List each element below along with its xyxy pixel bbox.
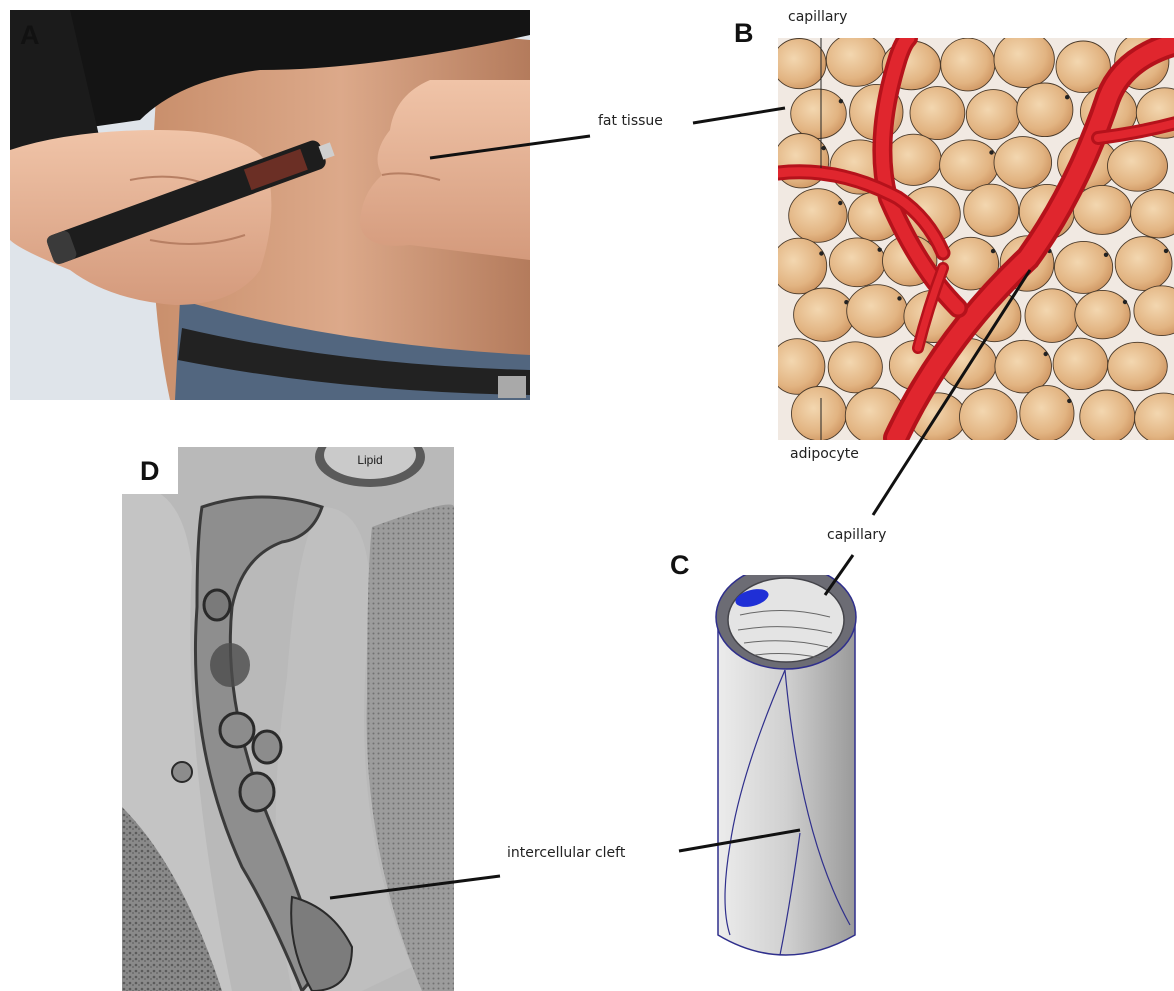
capillary-label-b: capillary [788,10,847,24]
adipocyte-cell [910,87,965,140]
adipocyte-cell [828,342,882,393]
adipocyte-cell [994,137,1052,189]
adipocyte-cell [778,39,826,89]
adipocyte-cell [829,238,885,287]
adipocyte-cell [1108,141,1168,191]
adipocyte-cell [794,288,855,341]
adipocyte-cell [1055,241,1113,293]
adipocyte-cell [847,285,908,338]
adipocyte-nucleus [1044,352,1048,356]
adipocyte-nucleus [1164,249,1168,253]
adipocyte-nucleus [989,150,993,154]
adipocyte-nucleus [897,296,901,300]
capillary-label-c: capillary [827,528,886,542]
panel-a-letter: A [20,22,40,49]
adipocyte-cell [791,89,847,138]
adipocyte-nucleus [819,251,823,255]
adipocyte-cell [995,340,1052,393]
adipocyte-cell [792,387,847,441]
adipocyte-nucleus [1104,253,1108,257]
adipocyte-cell [1017,83,1073,137]
adipocyte-cell [941,38,995,91]
panel-a-photo [10,10,530,400]
adipocyte-cell [960,389,1018,440]
adipocyte-cell [789,189,847,243]
adipocyte-nucleus [822,146,826,150]
fat-tissue-label: fat tissue [598,114,663,128]
adipocyte-cell [1080,390,1135,440]
adipocyte-nucleus [1067,399,1071,403]
adipocyte-cell [940,140,999,190]
adipocyte-cell [966,90,1020,140]
lipid-label: Lipid [357,453,382,467]
adipocyte-nucleus [1123,300,1127,304]
adipocyte-label: adipocyte [790,447,859,461]
adipocyte-nucleus [1065,95,1069,99]
adipocyte-cell [1053,338,1108,389]
panel-b-letter: B [734,20,754,47]
adipocyte-nucleus [878,248,882,252]
panel-c-drawing [700,575,870,975]
panel-b-illustration [778,38,1174,440]
adipocyte-nucleus [839,99,843,103]
adipocyte-nucleus [838,201,842,205]
panel-c-letter: C [670,552,690,579]
adipocyte-nucleus [991,249,995,253]
adipocyte-cell [1108,342,1168,390]
panel-d-micrograph: Lipid [122,447,454,991]
adipocyte-cell [994,38,1054,88]
adipocyte-cell [1020,386,1074,440]
panel-d-letter: D [140,458,160,485]
adipocyte-cell [1025,289,1079,343]
intercellular-cleft-label: intercellular cleft [507,846,625,860]
adipocyte-cell [964,184,1019,236]
adipocyte-cell [826,38,886,86]
adipocyte-cell [1075,290,1130,338]
adipocyte-cell [1115,237,1172,291]
